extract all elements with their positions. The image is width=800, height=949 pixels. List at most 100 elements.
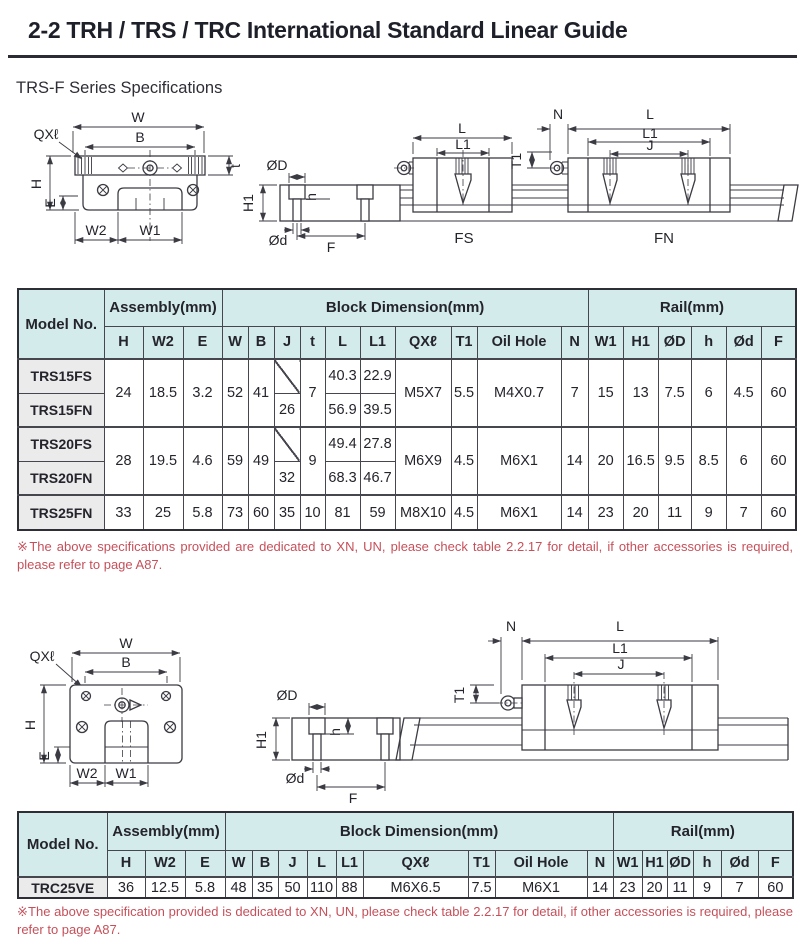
rail-section-view: ØD H1 h Ød F [253, 687, 401, 806]
col-header: h [692, 849, 722, 878]
col-header: H1 [622, 325, 659, 360]
dim-label-w2: W2 [77, 765, 98, 781]
group-header-rail: Rail(mm) [612, 811, 794, 851]
footnote: ※The above specification provided is ded… [17, 904, 793, 937]
spec-cell: 14 [560, 426, 589, 496]
j-not-applicable-cell [273, 426, 301, 462]
spec-cell: 39.5 [359, 392, 396, 428]
grease-nipple-icon [142, 160, 158, 176]
footnote: ※The above specifications provided are d… [17, 539, 793, 572]
spec-cell: 60 [247, 494, 275, 531]
trc-ve-technical-drawing: W B QXℓ H [22, 618, 789, 806]
ve-block-side-view: N L L1 J T1 [451, 618, 719, 751]
col-header: L1 [335, 849, 364, 878]
col-header: T1 [467, 849, 496, 878]
spec-cell: 4.6 [182, 426, 223, 496]
fn-block-side-view: N L L1 J T1 FN [508, 106, 731, 247]
spec-cell: 10 [299, 494, 326, 531]
spec-cell: 46.7 [359, 460, 396, 496]
col-header: F [760, 325, 797, 360]
spec-cell: 24 [103, 358, 144, 428]
dim-label-w: W [131, 109, 145, 125]
spec-cell: 20 [587, 426, 624, 496]
dim-label-l: L [646, 106, 654, 122]
spec-cell: 60 [757, 876, 794, 899]
dim-label-j: J [618, 656, 625, 672]
col-header: Ød [725, 325, 762, 360]
fn-caption: FN [654, 230, 674, 247]
spec-cell: 9.5 [657, 426, 692, 496]
page-title: 2-2 TRH / TRS / TRC International Standa… [28, 17, 628, 43]
spec-cell: 35 [273, 494, 301, 531]
spec-cell: 60 [760, 358, 797, 428]
spec-cell: 36 [106, 876, 146, 899]
block-front-view: W B QXℓ H E [28, 109, 243, 244]
rail-break-icon [777, 184, 799, 222]
spec-cell: 5.5 [450, 358, 478, 428]
spec-cell: 52 [221, 358, 249, 428]
dim-label-e: E [36, 751, 52, 760]
model-cell: TRS25FN [17, 494, 105, 531]
oil-hole-icon [680, 173, 696, 206]
spec-cell: M6X9 [394, 426, 452, 496]
thread-hole-icon [80, 690, 172, 702]
dim-label-e: E [42, 198, 58, 207]
spec-cell: 28 [103, 426, 144, 496]
spec-cell: 14 [586, 876, 614, 899]
col-header: B [247, 325, 275, 360]
col-header: H [103, 325, 144, 360]
spec-cell: M6X1 [476, 426, 562, 496]
spec-cell: 9 [690, 494, 727, 531]
spec-cell: 22.9 [359, 358, 396, 394]
dim-label-l: L [458, 120, 466, 136]
col-header: E [182, 325, 223, 360]
spec-cell: 11 [657, 494, 692, 531]
spec-cell: M6X6.5 [362, 876, 469, 899]
spec-cell: 6 [690, 358, 727, 428]
fs-block-side-view: L L1 FS [394, 120, 513, 247]
spec-cell: M5X7 [394, 358, 452, 428]
group-header-rail: Rail(mm) [587, 288, 797, 327]
spec-cell: 19.5 [142, 426, 184, 496]
spec-cell: 7.5 [657, 358, 692, 428]
dim-label-qxl: QXℓ [30, 648, 55, 664]
oil-hole-icon [454, 173, 472, 206]
spec-cell: 88 [335, 876, 364, 899]
col-header: L [324, 325, 361, 360]
spec-cell: 4.5 [450, 426, 478, 496]
spec-cell: 9 [692, 876, 722, 899]
spec-cell: 7 [560, 358, 589, 428]
col-header: W [224, 849, 253, 878]
dim-label-t1: T1 [508, 153, 524, 170]
spec-cell: 14 [560, 494, 589, 531]
dim-label-l: L [616, 618, 624, 634]
spec-cell: 7 [725, 494, 762, 531]
spec-cell: M6X1 [494, 876, 588, 899]
dim-label-od-small: Ød [269, 232, 288, 248]
dim-label-od-big: ØD [267, 157, 288, 173]
dim-label-t1: T1 [451, 687, 467, 704]
dim-label-n: N [553, 106, 563, 122]
spec-cell: 41 [247, 358, 275, 428]
spec-cell: 68.3 [324, 460, 361, 496]
dim-label-j: J [647, 137, 654, 153]
title-underline [8, 55, 797, 58]
oil-hole-icon [566, 699, 582, 731]
mount-screw-icon [96, 183, 200, 197]
dim-label-t: t [227, 164, 243, 168]
spec-cell: 35 [251, 876, 279, 899]
spec-cell: 7 [720, 876, 759, 899]
col-header: J [277, 849, 308, 878]
col-header: F [757, 849, 794, 878]
spec-cell: 6 [725, 426, 762, 496]
spec-cell: 26 [273, 392, 301, 428]
spec-cell: 7.5 [467, 876, 496, 899]
dim-label-h1: H1 [240, 194, 256, 212]
trs-f-technical-drawing: W B QXℓ H E [28, 106, 799, 255]
spec-cell: 18.5 [142, 358, 184, 428]
dim-label-l1: L1 [612, 640, 628, 656]
spec-cell: 27.8 [359, 426, 396, 462]
spec-cell: 73 [221, 494, 249, 531]
oil-hole-icon [656, 699, 672, 731]
spec-cell: 4.5 [725, 358, 762, 428]
